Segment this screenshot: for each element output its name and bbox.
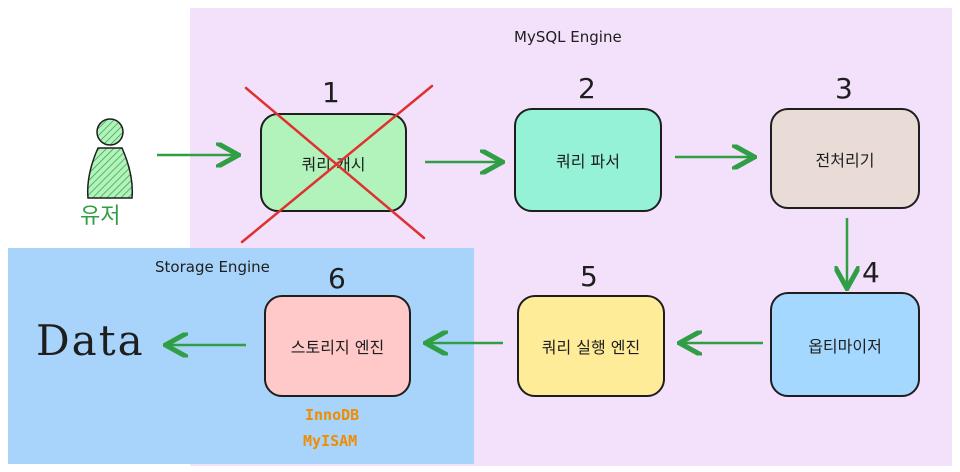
optimizer-label: 옵티마이저 <box>808 336 882 356</box>
query-executor-box: 쿼리 실행 엔진 <box>517 295 665 397</box>
storage-engine-box: 스토리지 엔진 <box>264 295 411 397</box>
query-executor-label: 쿼리 실행 엔진 <box>541 338 641 357</box>
user-label: 유저 <box>80 204 121 229</box>
query-parser-box: 쿼리 파서 <box>514 108 662 212</box>
mysql-engine-label: MySQL Engine <box>514 28 622 46</box>
myisam-label: MyISAM <box>303 432 358 450</box>
preprocessor-label: 전처리기 <box>815 150 875 170</box>
step-number-4: 4 <box>862 256 880 289</box>
storage-engine-box-label: 스토리지 엔진 <box>290 338 385 357</box>
step-number-1: 1 <box>322 76 340 109</box>
query-cache-box: 쿼리 캐시 <box>260 113 407 212</box>
optimizer-box: 옵티마이저 <box>770 292 920 397</box>
step-number-6: 6 <box>328 262 346 295</box>
step-number-2: 2 <box>578 72 596 105</box>
step-number-3: 3 <box>835 72 853 105</box>
user-icon <box>86 118 134 199</box>
data-label: Data <box>36 316 145 365</box>
query-parser-label: 쿼리 파서 <box>556 152 620 171</box>
query-cache-label: 쿼리 캐시 <box>301 154 366 174</box>
innodb-label: InnoDB <box>305 406 360 424</box>
step-number-5: 5 <box>580 260 598 293</box>
storage-engine-label: Storage Engine <box>155 258 270 276</box>
preprocessor-box: 전처리기 <box>770 108 920 209</box>
